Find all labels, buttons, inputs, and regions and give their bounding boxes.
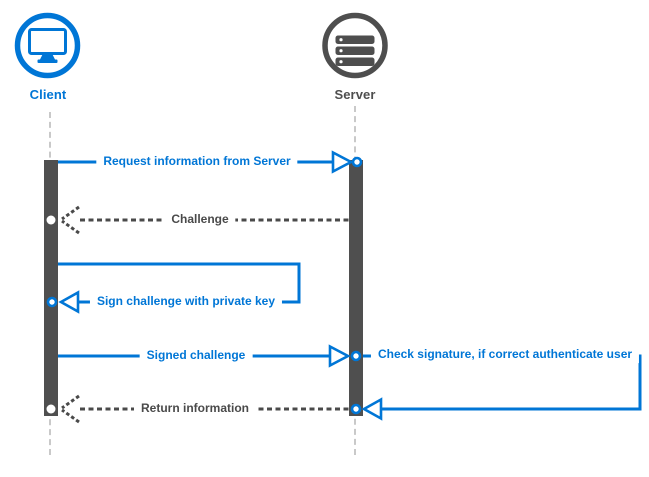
message-challenge-label: Challenge [164,212,236,228]
open-arrowhead-left-icon [58,290,80,314]
dashed-arrowhead-icon [61,205,80,221]
message-request-label: Request information from Server [96,154,298,170]
server-activation-bar [349,160,363,416]
dashed-arrowhead-icon [61,394,80,410]
message-signed-challenge-label: Signed challenge [139,348,253,364]
message-check-signature-label: Check signature, if correct authenticate… [370,347,640,363]
actor-server-label: Server [334,87,376,102]
actor-server: Server [320,11,390,101]
server-stack-icon [320,12,390,85]
open-arrowhead-right-icon [328,344,351,368]
actor-client: Client [13,11,83,101]
actor-client-label: Client [29,87,67,102]
message-check-signature-loop [350,354,642,421]
client-activation-bar [44,160,58,416]
monitor-icon [13,12,83,85]
message-return-label: Return information [134,401,256,417]
open-arrowhead-left-icon [361,397,383,421]
message-sign-challenge-label: Sign challenge with private key [89,294,283,310]
